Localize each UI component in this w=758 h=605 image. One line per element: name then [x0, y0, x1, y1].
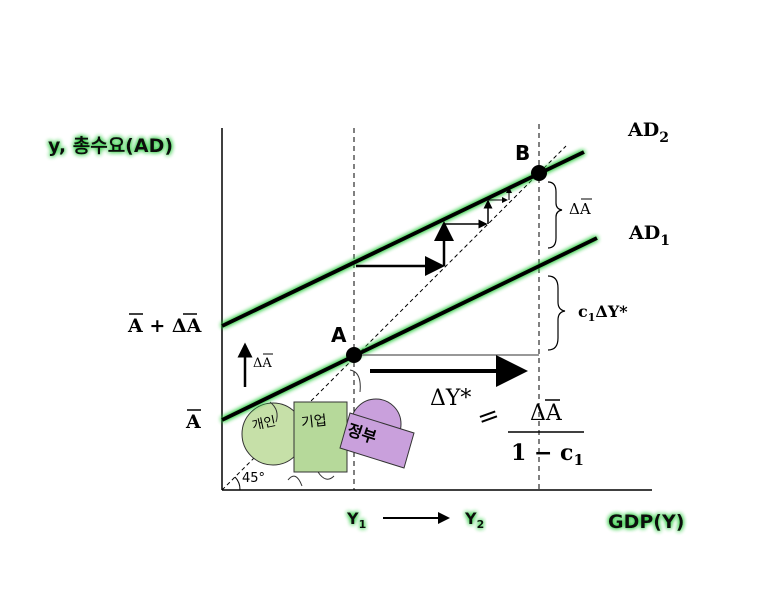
ad1-label: AD1	[628, 222, 670, 249]
y-tick-upper: A + ΔA	[127, 315, 202, 337]
multiplier-denominator: 1 − c1	[511, 440, 584, 469]
ad2-label: AD2	[627, 119, 669, 146]
delta-a-brace-shape	[547, 181, 563, 249]
y-axis-label: y, 총수요(AD)	[48, 135, 173, 157]
firm-label: 기업	[300, 413, 327, 432]
ad2-line	[221, 150, 585, 328]
multiplier-staircase	[356, 187, 512, 276]
multiplier-lhs: ΔY*	[430, 386, 471, 411]
point-a-label: A	[331, 323, 347, 347]
point-b-dot	[531, 165, 547, 181]
household-label: 개인	[251, 414, 278, 434]
x-tick-y1: Y1	[346, 509, 366, 531]
y-tick-lower: A	[185, 411, 201, 433]
ad1-line	[221, 236, 598, 422]
45-degree-arc	[234, 476, 241, 491]
point-a-dot	[346, 347, 362, 363]
multiplier-numerator: ΔA	[530, 401, 563, 426]
sectors-illustration	[241, 369, 415, 487]
government-box	[339, 412, 415, 469]
x-axis-label: GDP(Y)	[608, 511, 684, 533]
x-tick-y2: Y2	[464, 509, 484, 531]
c1-dy-brace-shape	[547, 275, 566, 351]
c1-dy-label: c1ΔY*	[578, 302, 628, 324]
angle-label: 45°	[242, 471, 265, 486]
delta-a-small-label: ΔA	[253, 356, 272, 371]
delta-a-brace-label: ΔA	[569, 200, 591, 218]
multiplier-equals: =	[473, 399, 504, 435]
point-b-label: B	[515, 141, 530, 165]
